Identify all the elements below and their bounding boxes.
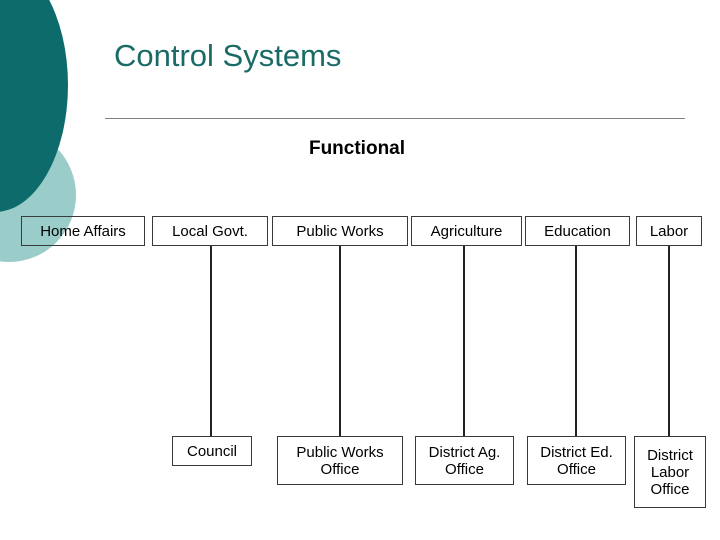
connector-labor-to-district-labor-office [668, 246, 670, 436]
org-node-label: Council [186, 442, 238, 460]
decorative-circle-dark [0, 0, 68, 212]
org-node-label: District Labor Office [647, 446, 693, 498]
org-node-agriculture[interactable]: Agriculture [411, 216, 522, 246]
org-node-local-govt[interactable]: Local Govt. [152, 216, 268, 246]
org-node-district-ed-office[interactable]: District Ed. Office [527, 436, 626, 485]
org-node-label: Education [544, 222, 611, 240]
org-node-label: Agriculture [430, 222, 503, 240]
org-node-district-labor-office[interactable]: District Labor Office [634, 436, 706, 508]
org-node-district-ag-office[interactable]: District Ag. Office [415, 436, 514, 485]
org-node-home-affairs[interactable]: Home Affairs [21, 216, 145, 246]
org-node-label: Home Affairs [40, 222, 126, 240]
org-node-label: Public Works [296, 222, 384, 240]
connector-local-govt-to-council [210, 246, 212, 436]
org-node-label: Local Govt. [172, 222, 248, 240]
page-title: Control Systems [114, 38, 342, 73]
org-node-label: District Ed. Office [540, 443, 613, 478]
connector-public-works-to-public-works-office [339, 246, 341, 436]
title-divider [105, 118, 685, 119]
org-node-label: District Ag. Office [428, 443, 501, 478]
org-node-education[interactable]: Education [525, 216, 630, 246]
org-node-label: Labor [649, 222, 689, 240]
section-subheading: Functional [308, 138, 406, 159]
org-node-public-works[interactable]: Public Works [272, 216, 408, 246]
org-node-labor[interactable]: Labor [636, 216, 702, 246]
org-node-council[interactable]: Council [172, 436, 252, 466]
org-node-label: Public Works Office [296, 443, 384, 478]
connector-education-to-district-ed-office [575, 246, 577, 436]
connector-agriculture-to-district-ag-office [463, 246, 465, 436]
org-node-public-works-office[interactable]: Public Works Office [277, 436, 403, 485]
